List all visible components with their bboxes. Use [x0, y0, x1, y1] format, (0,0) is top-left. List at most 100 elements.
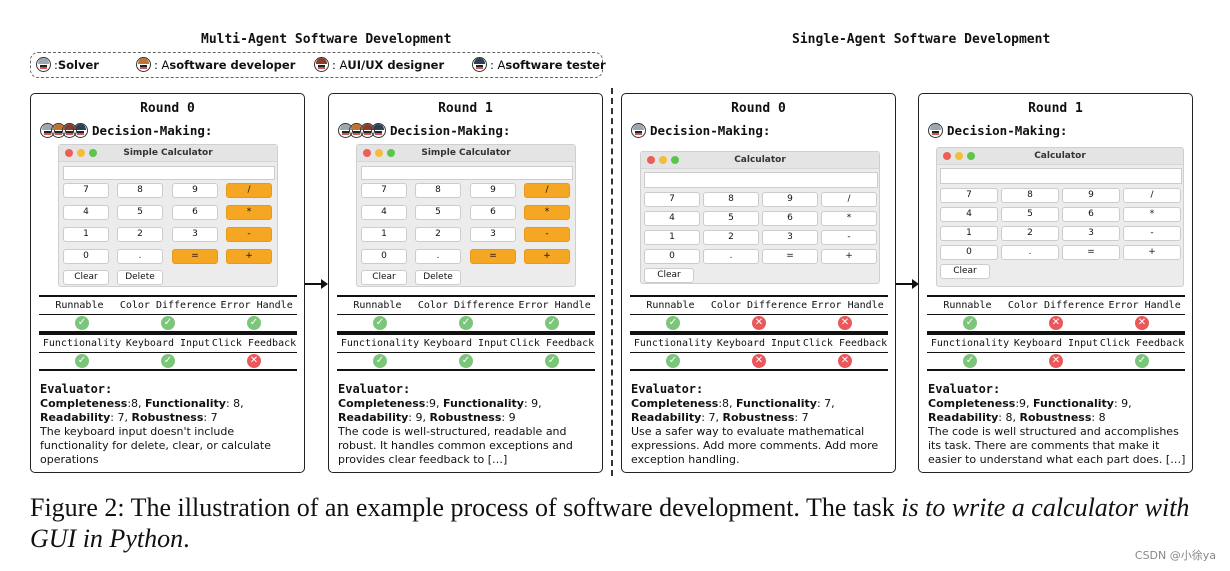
- calculator-key[interactable]: -: [524, 227, 570, 242]
- calculator-key[interactable]: -: [226, 227, 272, 242]
- calculator-key[interactable]: 9: [470, 183, 516, 198]
- calculator-key[interactable]: 3: [470, 227, 516, 242]
- calculator-key[interactable]: 0: [940, 245, 998, 260]
- delete-button[interactable]: Delete: [117, 270, 163, 285]
- calculator-key[interactable]: *: [1123, 207, 1181, 222]
- calculator-key[interactable]: 2: [117, 227, 163, 242]
- maximize-window-icon[interactable]: [967, 152, 975, 160]
- calculator-key[interactable]: 5: [703, 211, 759, 226]
- calculator-key[interactable]: 4: [940, 207, 998, 222]
- calculator-key[interactable]: 7: [63, 183, 109, 198]
- calculator-key[interactable]: +: [226, 249, 272, 264]
- decision-making-label: Decision-Making:: [631, 123, 770, 138]
- clear-button[interactable]: Clear: [940, 264, 990, 279]
- calculator-key[interactable]: 3: [1062, 226, 1120, 241]
- minimize-window-icon[interactable]: [659, 156, 667, 164]
- clear-button[interactable]: Clear: [63, 270, 109, 285]
- maximize-window-icon[interactable]: [387, 149, 395, 157]
- calculator-key[interactable]: 5: [1001, 207, 1059, 222]
- check-circle-icon: ✓: [373, 354, 387, 368]
- calculator-key[interactable]: .: [703, 249, 759, 264]
- calculator-key[interactable]: *: [524, 205, 570, 220]
- calculator-key[interactable]: .: [1001, 245, 1059, 260]
- calculator-key[interactable]: -: [1123, 226, 1181, 241]
- check-circle-icon: ✓: [75, 316, 89, 330]
- criterion-label: Color Difference: [417, 300, 515, 311]
- clear-button[interactable]: Clear: [644, 268, 694, 283]
- calculator-display[interactable]: [63, 166, 275, 180]
- calculator-key[interactable]: 0: [63, 249, 109, 264]
- calculator-key[interactable]: +: [524, 249, 570, 264]
- calculator-key[interactable]: 1: [63, 227, 109, 242]
- calculator-key[interactable]: 9: [762, 192, 818, 207]
- calculator-key[interactable]: 8: [1001, 188, 1059, 203]
- calculator-key[interactable]: 5: [117, 205, 163, 220]
- calculator-key[interactable]: 3: [762, 230, 818, 245]
- round-title: Round 1: [1028, 101, 1083, 116]
- calculator-key[interactable]: 7: [644, 192, 700, 207]
- calculator-key[interactable]: 1: [940, 226, 998, 241]
- calculator-display[interactable]: [644, 172, 878, 188]
- calculator-key[interactable]: =: [172, 249, 218, 264]
- close-window-icon[interactable]: [943, 152, 951, 160]
- calculator-key[interactable]: =: [1062, 245, 1120, 260]
- calculator-display[interactable]: [361, 166, 573, 180]
- calculator-key[interactable]: +: [821, 249, 877, 264]
- calculator-key[interactable]: 5: [415, 205, 461, 220]
- calculator-display[interactable]: [940, 168, 1182, 184]
- calculator-key[interactable]: 9: [1062, 188, 1120, 203]
- calculator-key[interactable]: /: [1123, 188, 1181, 203]
- calculator-key[interactable]: 6: [762, 211, 818, 226]
- round-title: Round 1: [438, 101, 493, 116]
- calculator-key[interactable]: *: [226, 205, 272, 220]
- calculator-key[interactable]: =: [762, 249, 818, 264]
- calculator-key[interactable]: 2: [1001, 226, 1059, 241]
- close-window-icon[interactable]: [65, 149, 73, 157]
- calculator-key[interactable]: 0: [361, 249, 407, 264]
- close-window-icon[interactable]: [363, 149, 371, 157]
- calculator-key[interactable]: =: [470, 249, 516, 264]
- calculator-key[interactable]: 6: [172, 205, 218, 220]
- calculator-key[interactable]: /: [524, 183, 570, 198]
- calculator-key[interactable]: 8: [415, 183, 461, 198]
- minimize-window-icon[interactable]: [77, 149, 85, 157]
- calculator-key[interactable]: /: [821, 192, 877, 207]
- calculator-key[interactable]: 4: [63, 205, 109, 220]
- calculator-key[interactable]: 2: [415, 227, 461, 242]
- calculator-key[interactable]: 1: [644, 230, 700, 245]
- maximize-window-icon[interactable]: [671, 156, 679, 164]
- calculator-key[interactable]: 6: [470, 205, 516, 220]
- calculator-key[interactable]: .: [117, 249, 163, 264]
- minimize-window-icon[interactable]: [955, 152, 963, 160]
- calculator-key[interactable]: *: [821, 211, 877, 226]
- calculator-key[interactable]: 8: [703, 192, 759, 207]
- minimize-window-icon[interactable]: [375, 149, 383, 157]
- calculator-key[interactable]: 3: [172, 227, 218, 242]
- calculator-key[interactable]: 9: [172, 183, 218, 198]
- calculator-key[interactable]: 4: [361, 205, 407, 220]
- calculator-key[interactable]: 8: [117, 183, 163, 198]
- score-value: : 7,: [701, 411, 723, 424]
- cross-circle-icon: ✕: [752, 354, 766, 368]
- calculator-key[interactable]: 6: [1062, 207, 1120, 222]
- calculator-key[interactable]: 0: [644, 249, 700, 264]
- calculator-key[interactable]: 7: [361, 183, 407, 198]
- criterion-result: ✓: [423, 315, 509, 331]
- close-window-icon[interactable]: [647, 156, 655, 164]
- calculator-key[interactable]: 2: [703, 230, 759, 245]
- calculator-key[interactable]: 7: [940, 188, 998, 203]
- calculator-key[interactable]: 4: [644, 211, 700, 226]
- maximize-window-icon[interactable]: [89, 149, 97, 157]
- delete-button[interactable]: Delete: [415, 270, 461, 285]
- calculator-key[interactable]: .: [415, 249, 461, 264]
- clear-button[interactable]: Clear: [361, 270, 407, 285]
- calculator-key[interactable]: -: [821, 230, 877, 245]
- evaluator-label: Evaluator:: [338, 382, 411, 396]
- solver-avatar-icon: [36, 57, 51, 72]
- calculator-key[interactable]: +: [1123, 245, 1181, 260]
- calculator-key[interactable]: 1: [361, 227, 407, 242]
- criterion-result: ✕: [211, 353, 297, 369]
- calculator-key[interactable]: /: [226, 183, 272, 198]
